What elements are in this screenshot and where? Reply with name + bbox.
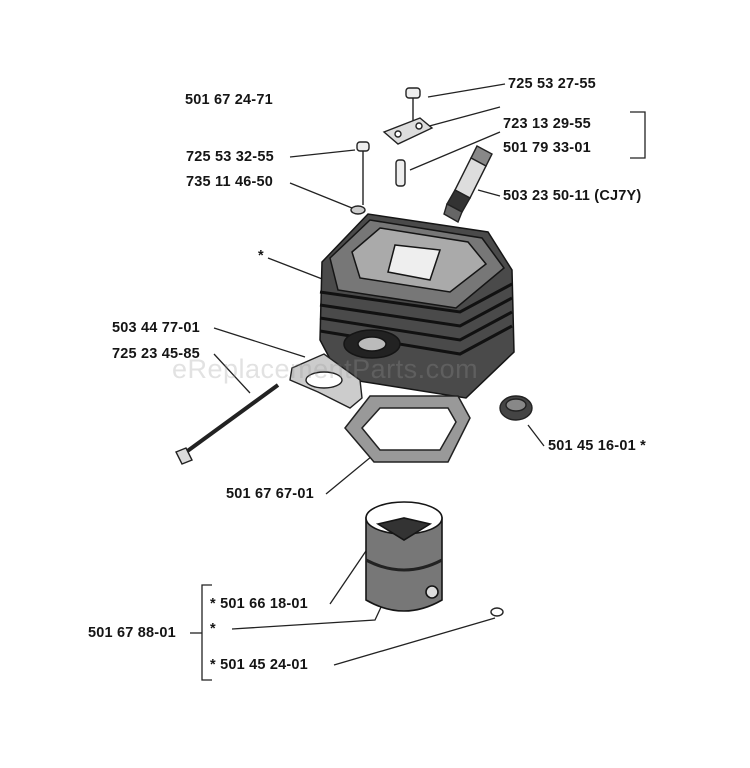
leader-p13: [231, 604, 383, 630]
leader-p12: [329, 547, 369, 605]
part-label-501-45-16-01[interactable]: 501 45 16-01 *: [548, 438, 646, 454]
leader-p9: [213, 353, 251, 394]
part-label-star-piston-ring: *: [210, 621, 216, 637]
assembly-number: 501 67 24-71: [185, 92, 273, 108]
leader-p6: [477, 189, 501, 197]
piston-drawing: [365, 501, 443, 612]
leader-lines: [190, 83, 646, 681]
part-label-735-11-46-50[interactable]: 735 11 46-50: [186, 174, 274, 190]
part-label-501-67-88-01[interactable]: 501 67 88-01: [88, 625, 176, 641]
part-label-star-cylinder: *: [258, 248, 264, 264]
top-fasteners-drawing: [350, 87, 434, 215]
leader-p4: [289, 149, 356, 158]
small-gasket-drawing: [289, 353, 363, 409]
leader-p8: [213, 327, 306, 358]
long-bolt-drawing: [175, 383, 280, 465]
bracket-right: [630, 111, 646, 159]
part-label-503-44-77-01[interactable]: 503 44 77-01: [112, 320, 200, 336]
leader-p5: [289, 182, 353, 209]
leader-p7: [267, 257, 331, 283]
part-label-501-66-18-01[interactable]: * 501 66 18-01: [210, 596, 308, 612]
part-label-501-79-33-01[interactable]: 501 79 33-01: [503, 140, 591, 156]
part-label-501-67-67-01[interactable]: 501 67 67-01: [226, 486, 314, 502]
part-label-503-23-50-11[interactable]: 503 23 50-11 (CJ7Y): [503, 188, 642, 204]
leader-p14: [333, 617, 496, 666]
leader-p2: [421, 106, 501, 129]
spark-plug-drawing: [443, 145, 493, 224]
watermark: eReplacementParts.com: [172, 354, 479, 384]
seal-drawing: [499, 395, 533, 421]
part-label-723-13-29-55[interactable]: 723 13 29-55: [503, 116, 591, 132]
cylinder-drawing: [319, 213, 515, 399]
leader-p10: [527, 424, 545, 447]
circlip-drawing: [490, 607, 504, 617]
leader-p1: [427, 83, 506, 98]
part-label-725-23-45-85[interactable]: 725 23 45-85: [112, 346, 200, 362]
leader-p3: [409, 131, 501, 171]
part-label-725-53-32-55[interactable]: 725 53 32-55: [186, 149, 274, 165]
part-label-725-53-27-55[interactable]: 725 53 27-55: [508, 76, 596, 92]
base-gasket-drawing: [344, 395, 471, 463]
part-label-501-45-24-01[interactable]: * 501 45 24-01: [210, 657, 308, 673]
